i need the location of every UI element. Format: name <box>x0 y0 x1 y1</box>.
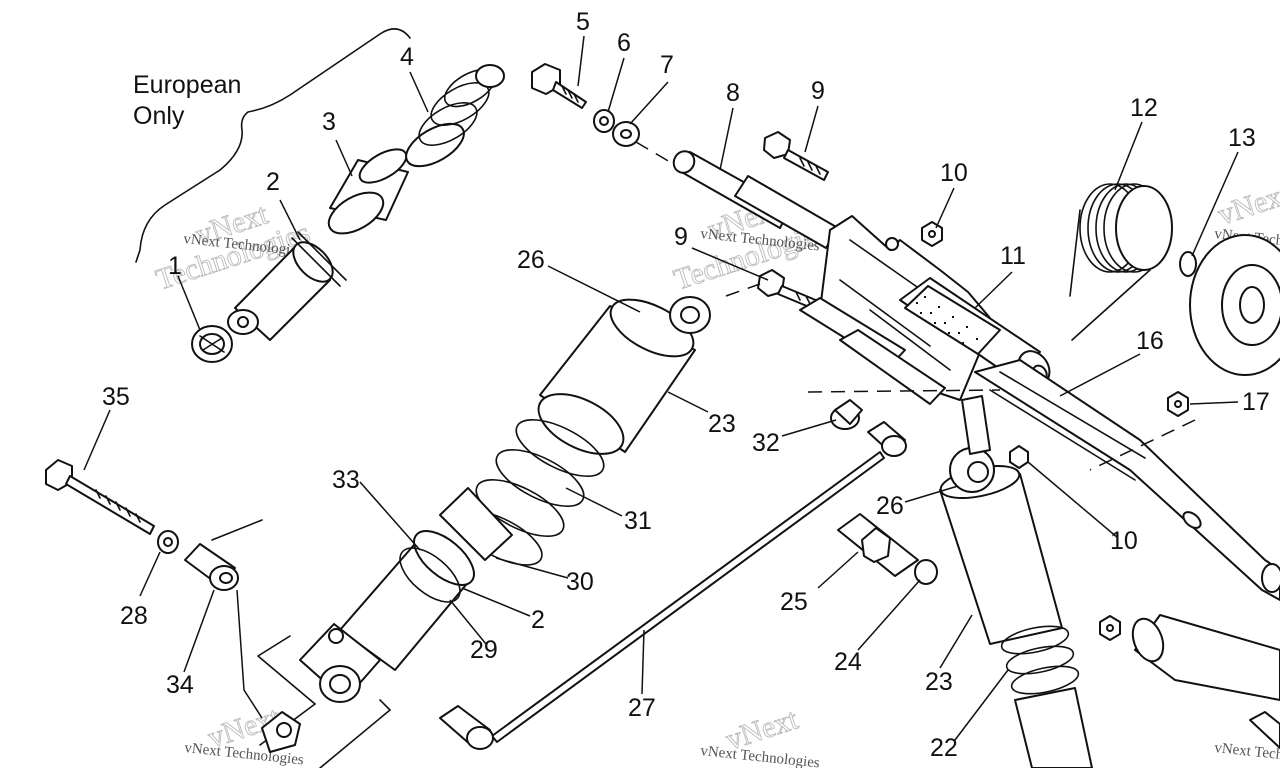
callout-22: 22 <box>930 734 958 762</box>
callout-11: 11 <box>1000 242 1026 270</box>
callout-7: 7 <box>660 51 674 79</box>
callout-labels: 1 2 3 4 5 6 7 8 9 9 10 10 11 12 13 16 17… <box>102 8 1270 762</box>
callout-1: 1 <box>168 252 182 280</box>
note-line-1: European <box>133 71 241 99</box>
bracket-line <box>135 28 411 263</box>
callout-30: 30 <box>566 568 594 596</box>
callout-3: 3 <box>322 108 336 136</box>
callout-29: 29 <box>470 636 498 664</box>
part-27-rod <box>439 421 907 750</box>
callout-24: 24 <box>834 648 862 676</box>
callout-2-lower: 2 <box>531 606 545 634</box>
callout-27: 27 <box>628 694 656 722</box>
note-line-2: Only <box>133 102 185 130</box>
part-8-sleeve <box>672 150 839 249</box>
callout-35: 35 <box>102 383 130 411</box>
part-16-arm <box>974 359 1280 601</box>
callout-23-right: 23 <box>925 668 953 696</box>
part-6-washer <box>593 109 615 133</box>
part-17-nut <box>1167 391 1189 417</box>
callout-23-main: 23 <box>708 410 736 438</box>
part-13-washer <box>1179 251 1197 277</box>
axis-line-17 <box>1089 419 1196 471</box>
axis-line-32 <box>807 389 1001 393</box>
part-25-spacer <box>837 513 919 577</box>
callout-8: 8 <box>726 79 740 107</box>
callout-28: 28 <box>120 602 148 630</box>
part-1-nut <box>191 325 233 363</box>
part-3-collar <box>327 148 409 235</box>
part-11-tube <box>899 277 1051 386</box>
part-24-washer <box>914 559 938 585</box>
part-35-bolt <box>45 459 155 535</box>
callout-5: 5 <box>576 8 590 36</box>
part-12-torsion-spring <box>1069 183 1173 341</box>
callout-6: 6 <box>617 29 631 57</box>
callout-33: 33 <box>332 466 360 494</box>
callout-26-main: 26 <box>517 246 545 274</box>
part-32-bushing <box>830 399 863 430</box>
part-10-nut-upper <box>921 221 943 247</box>
callout-4: 4 <box>400 43 414 71</box>
part-10-nut-mid <box>1009 445 1029 469</box>
callout-31: 31 <box>624 507 652 535</box>
part-4-small-spring <box>405 64 505 168</box>
callout-9-upper: 9 <box>811 77 825 105</box>
part-28-washer <box>157 530 179 554</box>
part-9-bolt-upper <box>763 131 829 181</box>
callout-10-upper: 10 <box>940 159 968 187</box>
watermark-full-6: vNext Technologies <box>1214 740 1280 768</box>
callout-17: 17 <box>1242 388 1270 416</box>
part-9-bolt-lower <box>757 269 831 315</box>
callout-10-lower: 10 <box>1110 527 1138 555</box>
part-10-nut-lower <box>1099 615 1121 641</box>
part-34-bushing <box>184 519 263 591</box>
callout-16: 16 <box>1136 327 1164 355</box>
axis-line-5-8 <box>635 141 671 163</box>
callout-13: 13 <box>1228 124 1256 152</box>
wheel-partial <box>1189 234 1280 376</box>
european-only-note: European Only <box>133 28 411 263</box>
leader-lines <box>83 35 1239 741</box>
callout-9-lower: 9 <box>674 223 688 251</box>
axis-line-9-lower <box>725 283 761 297</box>
callout-2-upper: 2 <box>266 168 280 196</box>
callout-34: 34 <box>166 671 194 699</box>
part-5-bolt <box>531 63 587 109</box>
part-2-small-shock <box>227 231 347 341</box>
callout-26-right: 26 <box>876 492 904 520</box>
callout-32: 32 <box>752 429 780 457</box>
part-7-washer <box>612 121 640 147</box>
lower-right-tube <box>1131 614 1280 749</box>
right-shock-absorber <box>939 395 1093 768</box>
main-shock-absorber <box>299 296 711 703</box>
callout-12: 12 <box>1130 94 1158 122</box>
callout-25: 25 <box>780 588 808 616</box>
lower-left-bracket <box>257 635 392 768</box>
